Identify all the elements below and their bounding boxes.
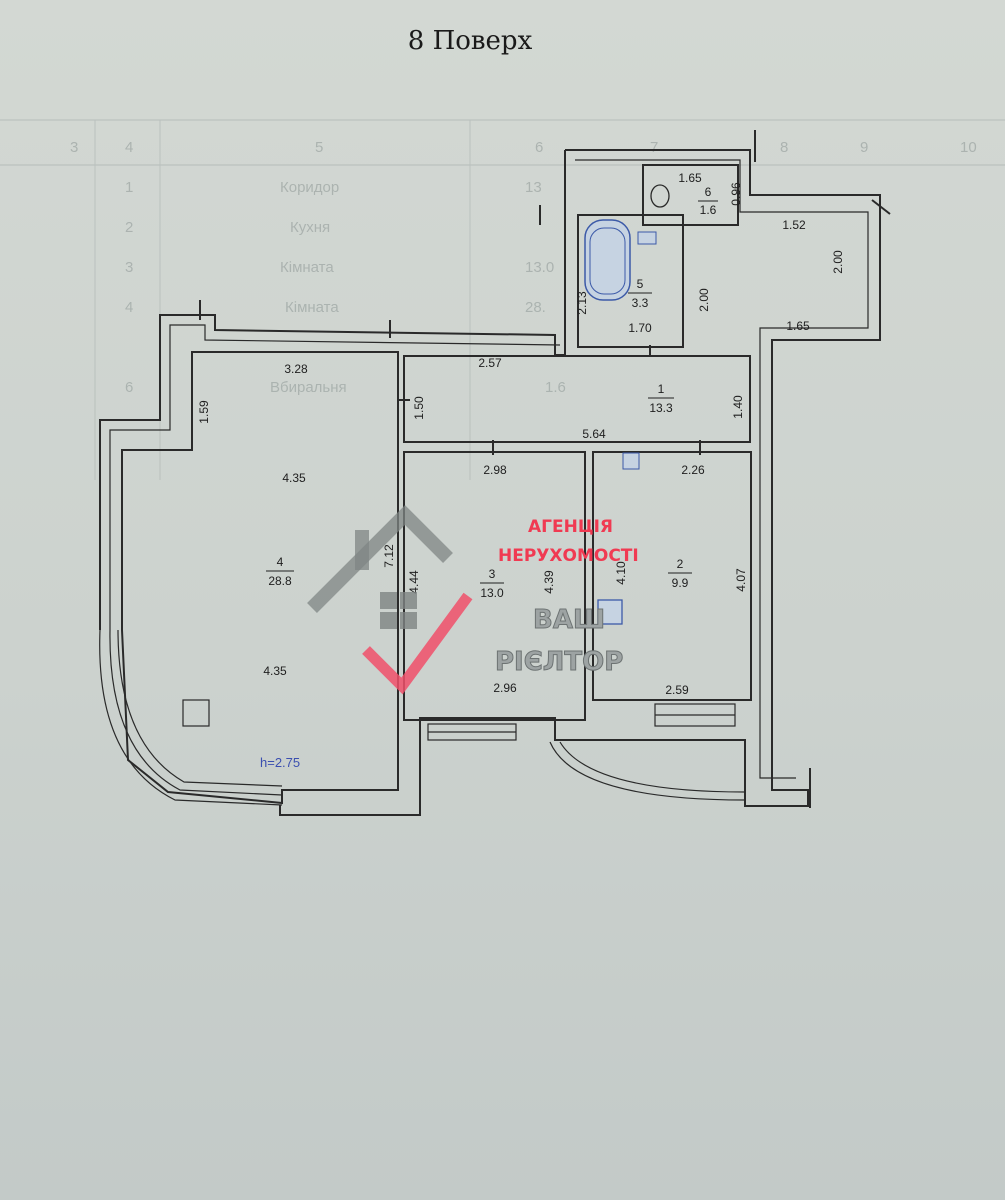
room-6-area: 1.6 [700, 203, 717, 217]
toilet-icon [650, 184, 670, 208]
room-5-outline [577, 214, 684, 348]
outer-wall [279, 149, 881, 816]
bathtub-icon [584, 219, 631, 301]
balcony-curve-3 [117, 629, 283, 787]
room-4-area: 28.8 [268, 574, 292, 588]
dim-1-70: 1.70 [628, 321, 652, 335]
dim-1-50: 1.50 [412, 396, 426, 420]
dim-4-35-top: 4.35 [282, 471, 306, 485]
checkmark-icon [362, 592, 473, 695]
dim-1-40: 1.40 [731, 395, 745, 419]
bg-row-4-area: 28. [525, 299, 546, 316]
dim-2-98: 2.98 [483, 463, 507, 477]
room-4-number: 4 [277, 555, 284, 569]
floor-title: 8 Поверх [407, 26, 533, 56]
bg-row-6-area: 1.6 [545, 379, 566, 396]
dim-0-96: 0.96 [729, 182, 743, 206]
dim-2-57: 2.57 [478, 356, 502, 370]
sink-icon [637, 231, 657, 245]
dim-2-26: 2.26 [681, 463, 705, 477]
room-6-outline [642, 164, 739, 226]
background-table: 3 4 5 6 7 8 9 10 1 Коридор 13 2 Кухня 3 … [0, 119, 1005, 480]
bg-row-3-label: Кімната [280, 259, 334, 276]
room-1-outline [403, 355, 751, 443]
dim-4-10: 4.10 [614, 561, 628, 585]
watermark-line-2: НЕРУХОМОСТІ [498, 546, 639, 566]
dim-2-96: 2.96 [493, 681, 517, 695]
bg-col-9: 9 [860, 139, 868, 156]
column-square [182, 699, 210, 727]
room-2-number: 2 [677, 557, 684, 571]
kitchen-balcony-curve-2 [559, 741, 746, 793]
agency-watermark: АГЕНЦІЯ НЕРУХОМОСТІ ВАШ РІЄЛТОР [307, 505, 639, 695]
watermark-line-1: АГЕНЦІЯ [528, 517, 613, 537]
dimensions: 1.65 0.96 1.52 2.00 2.13 2.00 1.70 1.65 … [197, 171, 845, 697]
dim-1-65-wc: 1.65 [678, 171, 702, 185]
bg-col-8: 8 [780, 139, 788, 156]
dim-2-00-bath: 2.00 [697, 288, 711, 312]
dim-4-39: 4.39 [542, 570, 556, 594]
room-2-area: 9.9 [672, 576, 689, 590]
watermark-brand-1: ВАШ [533, 605, 605, 635]
bg-row-1-label: Коридор [280, 179, 339, 196]
bg-row-2-no: 2 [125, 219, 133, 236]
bathtub-inner [589, 227, 626, 295]
dim-2-00-right: 2.00 [831, 250, 845, 274]
bg-row-1-area: 13 [525, 179, 542, 196]
bg-col-3: 3 [70, 139, 78, 156]
room-3-outline [403, 451, 586, 721]
room-labels: 1 13.3 2 9.9 3 13.0 4 28.8 5 3.3 6 1.6 [266, 185, 718, 600]
bg-row-3-area: 13.0 [525, 259, 554, 276]
room-2-outline [592, 451, 752, 701]
bg-row-6-no: 6 [125, 379, 133, 396]
bg-col-7: 7 [650, 139, 658, 156]
bg-col-6: 6 [535, 139, 543, 156]
stove-icon [597, 599, 623, 625]
bg-row-3-no: 3 [125, 259, 133, 276]
house-roof-icon [307, 505, 453, 613]
dim-4-35-bottom: 4.35 [263, 664, 287, 678]
dim-7-12: 7.12 [382, 544, 396, 568]
house-window-icon [380, 592, 417, 629]
dim-2-59: 2.59 [665, 683, 689, 697]
dim-3-28: 3.28 [284, 362, 308, 376]
kitchen-balcony-curve-1 [549, 741, 746, 801]
bg-row-2-label: Кухня [290, 219, 330, 236]
room-3-number: 3 [489, 567, 496, 581]
dim-2-13: 2.13 [575, 291, 589, 315]
inner-wall-line [575, 159, 869, 779]
dim-1-52: 1.52 [782, 218, 806, 232]
dim-1-59: 1.59 [197, 400, 211, 424]
bg-col-10: 10 [960, 139, 977, 156]
room-1-area: 13.3 [649, 401, 673, 415]
bg-col-4: 4 [125, 139, 133, 156]
balcony-curve-1 [99, 629, 283, 806]
bg-row-4-no: 4 [125, 299, 133, 316]
room-1-number: 1 [658, 382, 665, 396]
balcony-curve-2 [109, 629, 283, 796]
ceiling-height: h=2.75 [260, 755, 300, 770]
room-5-number: 5 [637, 277, 644, 291]
dim-5-64: 5.64 [582, 427, 606, 441]
room-3-area: 13.0 [480, 586, 504, 600]
room-4-outline [121, 351, 399, 805]
kitchen-sink-icon [622, 452, 640, 470]
dim-4-07: 4.07 [734, 568, 748, 592]
dim-1-65-corr: 1.65 [786, 319, 810, 333]
watermark-brand-2: РІЄЛТОР [495, 647, 623, 677]
room-5-area: 3.3 [632, 296, 649, 310]
room-6-number: 6 [705, 185, 712, 199]
bg-row-1-no: 1 [125, 179, 133, 196]
tick-right [871, 199, 891, 215]
inner-wall-left [109, 324, 561, 630]
house-chimney-icon [355, 530, 369, 570]
bg-row-4-label: Кімната [285, 299, 339, 316]
dim-4-44: 4.44 [407, 570, 421, 594]
bg-row-6-label: Вбиральня [270, 379, 347, 396]
bg-col-5: 5 [315, 139, 323, 156]
